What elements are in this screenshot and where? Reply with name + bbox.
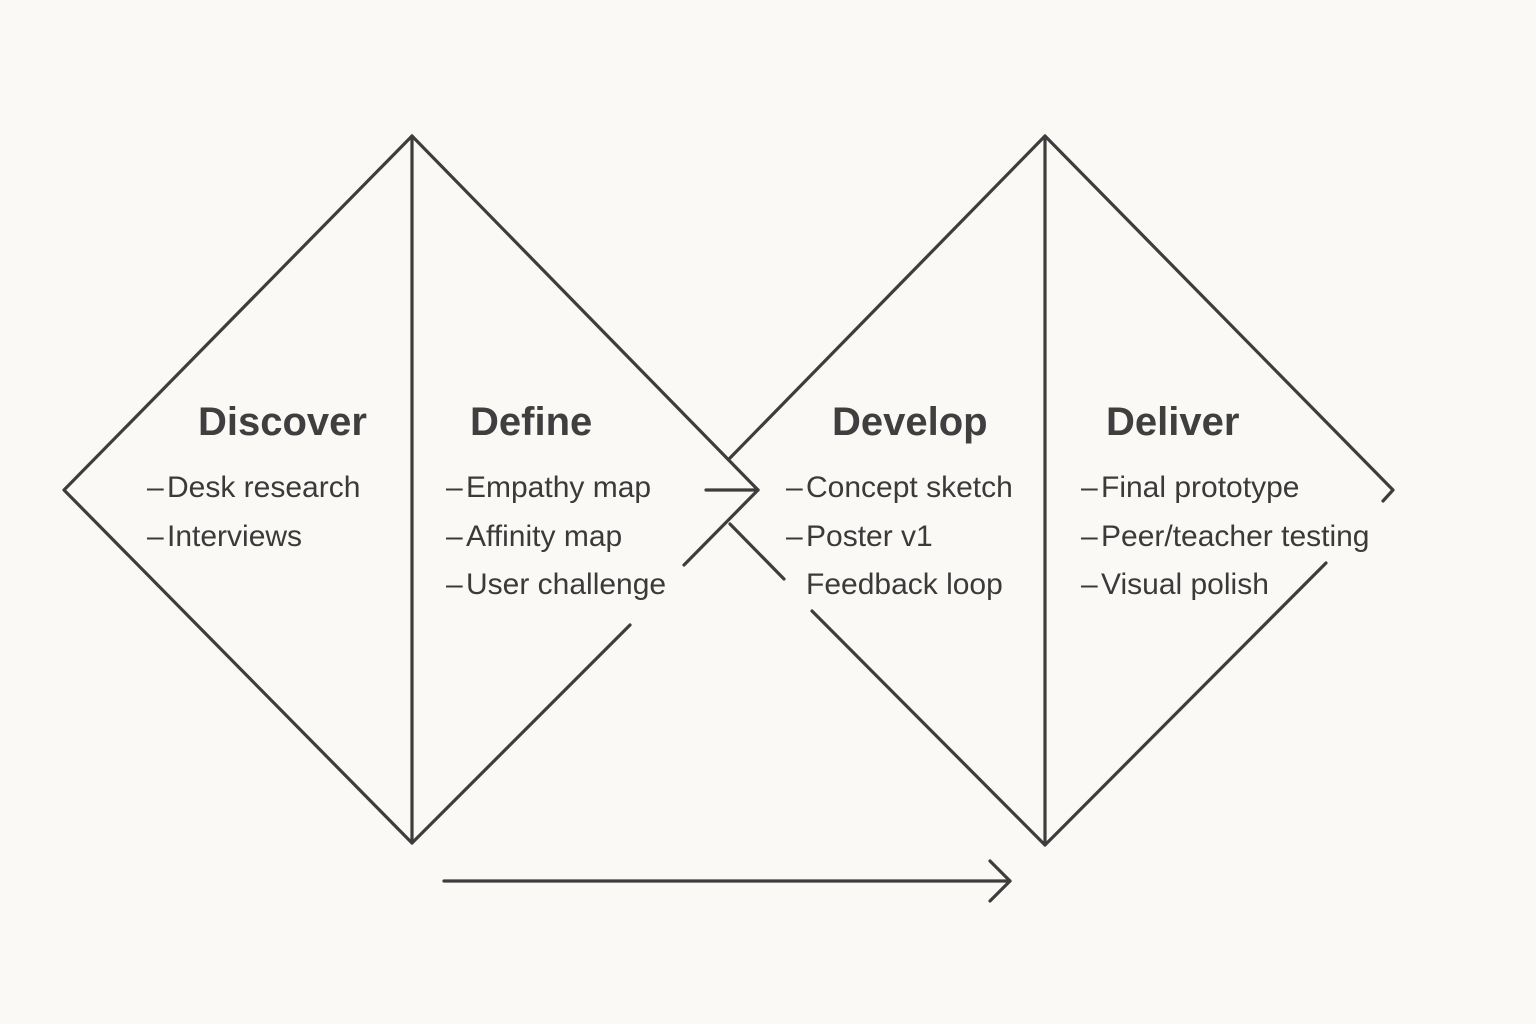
list-item: –Affinity map [446,513,666,562]
deliver-title: Deliver [1106,400,1240,444]
list-item: –User challenge [446,561,666,610]
list-item-text: Concept sketch [806,471,1013,504]
develop-title: Develop [832,400,988,444]
diamond-2-left-lower-stub [728,522,786,581]
list-item-text: User challenge [466,568,667,601]
list-item: –Desk research [147,464,360,513]
dash-marker: – [446,568,463,601]
diamond-1-lower-right-stub [682,488,760,567]
develop-activity-list: –Concept sketch –Poster v1 –Feedback loo… [786,464,1013,610]
list-item-text: Final prototype [1101,471,1300,504]
dash-marker: – [446,519,463,553]
define-title: Define [470,400,593,444]
discover-activity-list: –Desk research –Interviews [147,464,360,561]
list-item-text: Interviews [167,519,303,553]
dash-marker: – [1081,568,1098,601]
list-item: –Concept sketch [786,464,1013,513]
list-item: –Visual polish [1081,561,1370,610]
list-item-text: Poster v1 [806,519,933,553]
list-item-text: Feedback loop [806,568,1003,601]
list-item-text: Empathy map [466,471,652,504]
diamond-1-outline [62,134,760,845]
define-activity-list: –Empathy map –Affinity map –User challen… [446,464,666,610]
discover-title: Discover [198,400,367,444]
list-item: –Peer/teacher testing [1081,513,1370,562]
deliver-activity-list: –Final prototype –Peer/teacher testing –… [1081,464,1370,610]
dash-marker: – [1081,519,1098,553]
dash-marker: – [786,519,803,553]
list-item-text: Peer/teacher testing [1101,519,1370,553]
dash-marker: – [1081,471,1098,504]
dash-marker: – [147,519,164,553]
diamond-2-outline [728,134,1395,503]
list-item-text: Desk research [167,471,361,504]
list-item-text: Visual polish [1101,568,1269,601]
list-item: –Empathy map [446,464,666,513]
list-item-text: Affinity map [466,519,623,553]
list-item: –Interviews [147,513,360,562]
dash-marker: – [446,471,463,504]
list-item: –Poster v1 [786,513,1013,562]
dash-marker: – [147,471,164,504]
list-item: –Final prototype [1081,464,1370,513]
dash-marker: – [786,471,803,504]
list-item: –Feedback loop [786,561,1013,610]
bottom-arrow-head [988,859,1012,903]
